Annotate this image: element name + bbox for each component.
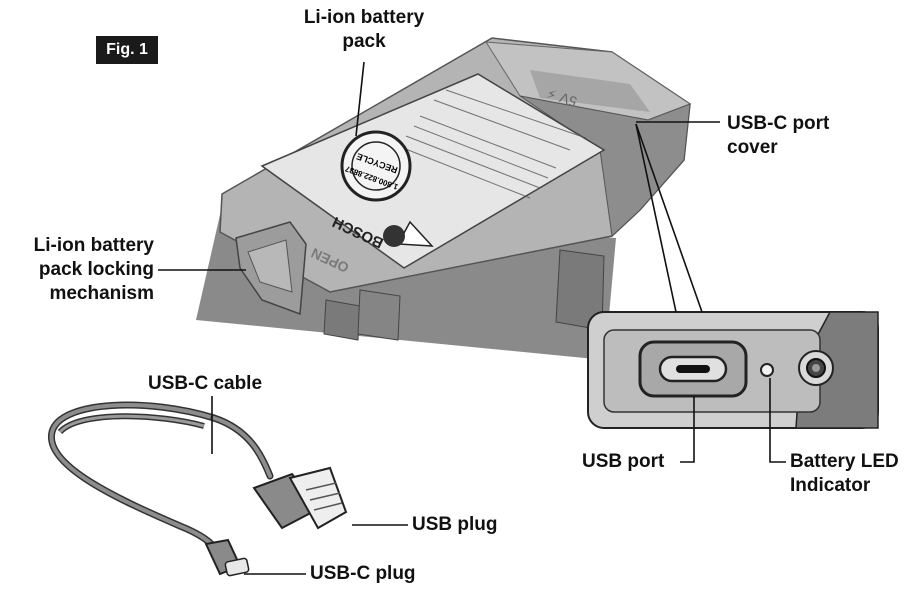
usb-plug-label: USB plug: [412, 514, 498, 535]
battery-led-label: Battery LED Indicator: [790, 451, 899, 496]
leader-lines: [158, 61, 786, 575]
usb-c-cable-label: USB-C cable: [148, 373, 263, 394]
usb-a-plug: [252, 466, 348, 530]
usb-port-closeup: [587, 311, 879, 429]
locking-mechanism-label: Li-ion battery pack locking mechanism: [33, 235, 154, 304]
usb-c-plug-label: USB-C plug: [310, 563, 416, 584]
usb-c-cable-illustration: [48, 401, 274, 556]
usb-c-plug: [204, 538, 250, 577]
usb-c-port-cover-label: USB-C port cover: [727, 113, 830, 158]
usb-port-label: USB port: [582, 451, 665, 472]
figure-label: Fig. 1: [96, 36, 158, 64]
battery-pack-illustration: 5V ⚡ RECYCLE 1.800.822.8837 BOSCH OPEN: [196, 37, 692, 360]
battery-led-indicator: [760, 363, 774, 377]
battery-pack-label: Li-ion battery pack: [303, 7, 425, 52]
